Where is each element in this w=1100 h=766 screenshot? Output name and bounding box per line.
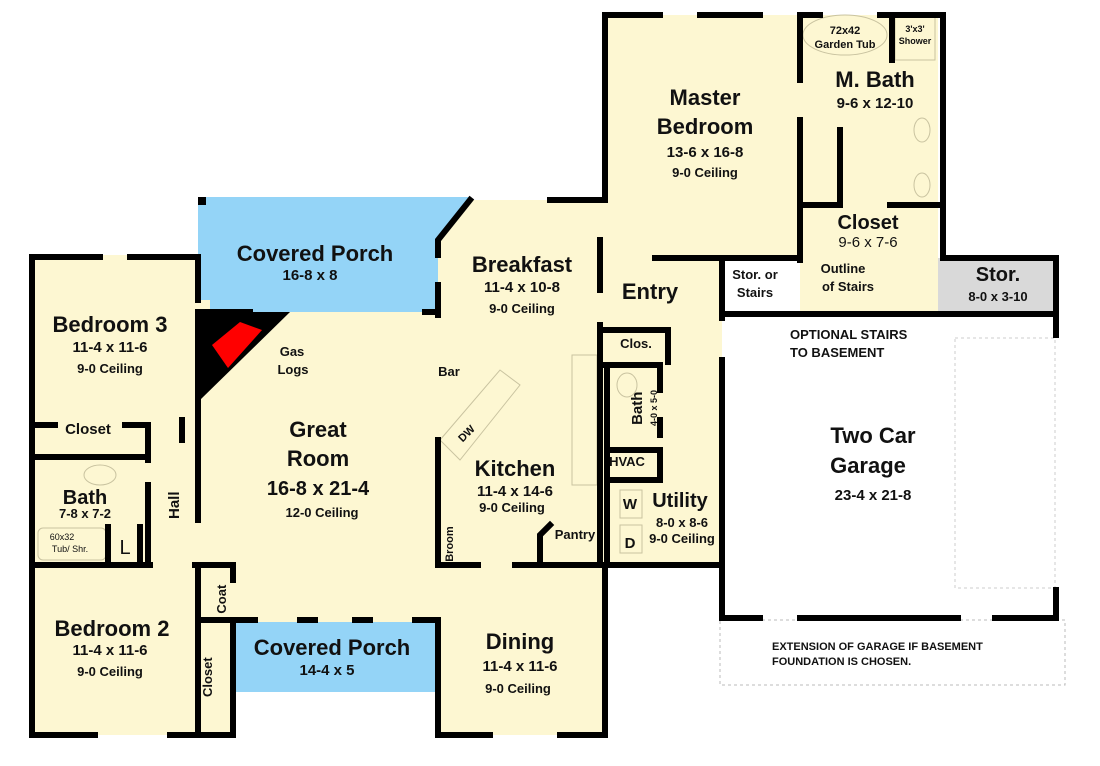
bedroom3-size: 11-4 x 11-6 — [72, 339, 148, 356]
stor-or-stairs-line1: Stor. or — [732, 267, 778, 282]
m-bath-name: M. Bath — [835, 67, 915, 92]
garage-name-1: Two Car — [830, 423, 916, 448]
entry-name: Entry — [621, 279, 679, 304]
optional-stairs-line2: TO BASEMENT — [790, 345, 885, 360]
coat-closet-area — [198, 565, 233, 735]
great-room-name-2: Room — [286, 446, 350, 471]
shower-line2: Shower — [898, 36, 932, 46]
hvac-name: HVAC — [609, 454, 645, 469]
bedroom2-size: 11-4 x 11-6 — [72, 642, 148, 659]
master-bedroom-name-2: Bedroom — [656, 114, 754, 139]
breakfast-size: 11-4 x 10-8 — [484, 279, 560, 296]
optional-stairs-line1: OPTIONAL STAIRS — [790, 327, 908, 342]
dryer: D — [624, 535, 636, 552]
rear-porch-area — [198, 197, 470, 312]
great-room-ceiling: 12-0 Ceiling — [285, 505, 359, 520]
stor-or-stairs-line2: Stairs — [736, 285, 774, 300]
master-bath-area — [800, 15, 938, 205]
outline-stairs-line1: Outline — [820, 261, 866, 276]
bedroom3-name: Bedroom 3 — [52, 312, 168, 337]
dining-ceiling: 9-0 Ceiling — [485, 681, 551, 696]
utility-ceiling: 9-0 Ceiling — [649, 531, 715, 546]
tub-shr-line1: 60x32 — [49, 532, 75, 542]
outline-stairs-line2: of Stairs — [821, 279, 875, 294]
dining-name: Dining — [485, 629, 555, 654]
master-bedroom-ceiling: 9-0 Ceiling — [672, 165, 738, 180]
closet-b3-name: Closet — [65, 421, 111, 438]
shower-line1: 3'x3' — [905, 24, 925, 34]
gas-logs-line2: Logs — [277, 362, 309, 377]
great-room-name-1: Great — [289, 417, 347, 442]
bedroom2-name: Bedroom 2 — [54, 616, 170, 641]
bedroom2-ceiling: 9-0 Ceiling — [77, 664, 143, 679]
garden-tub-line1: 72x42 — [829, 25, 861, 37]
garage-extension-line2: FOUNDATION IS CHOSEN. — [772, 656, 912, 668]
kitchen-size: 11-4 x 14-6 — [477, 483, 553, 500]
front-porch-name: Covered Porch — [253, 635, 411, 660]
breakfast-kitchen-area — [438, 200, 605, 565]
utility-name: Utility — [652, 490, 708, 512]
hall-bath-size: 7-8 x 7-2 — [58, 506, 112, 521]
linen-closet: L — [119, 537, 131, 559]
bar-label: Bar — [438, 364, 460, 379]
master-bedroom-area — [605, 15, 800, 260]
great-room-size: 16-8 x 21-4 — [266, 478, 370, 500]
coat-closet: Coat — [213, 584, 229, 614]
hall-name: Hall — [165, 491, 183, 520]
garage-name-2: Garage — [830, 453, 906, 478]
storage-size: 8-0 x 3-10 — [968, 289, 1028, 304]
gas-logs-line1: Gas — [279, 344, 305, 359]
garden-tub-line2: Garden Tub — [814, 39, 876, 51]
front-porch-area — [233, 622, 438, 692]
broom-closet: Broom — [443, 526, 456, 562]
rear-porch-size: 16-8 x 8 — [282, 267, 338, 284]
master-bedroom-size: 13-6 x 16-8 — [666, 144, 744, 161]
utility-size: 8-0 x 8-6 — [655, 515, 709, 530]
breakfast-ceiling: 9-0 Ceiling — [489, 301, 555, 316]
half-bath-name: Bath — [628, 391, 646, 425]
room-fills — [32, 15, 1056, 735]
master-bedroom-name-1: Master — [669, 85, 741, 110]
bedroom3-ceiling: 9-0 Ceiling — [77, 361, 143, 376]
fireplace — [200, 312, 290, 400]
storage-area — [938, 258, 1056, 314]
kitchen-name: Kitchen — [474, 456, 556, 481]
tub-shr-line2: Tub/ Shr. — [51, 544, 89, 554]
garage-size: 23-4 x 21-8 — [834, 487, 912, 504]
breakfast-name: Breakfast — [471, 252, 573, 277]
washer: W — [622, 496, 638, 513]
half-bath-size: 4-0 x 5-0 — [649, 389, 660, 426]
walls — [29, 12, 1059, 738]
garage-extension-line1: EXTENSION OF GARAGE IF BASEMENT — [772, 641, 983, 653]
front-porch-size: 14-4 x 5 — [299, 662, 355, 679]
kitchen-ceiling: 9-0 Ceiling — [479, 500, 545, 515]
closet-b2-name: Closet — [199, 657, 215, 698]
dining-size: 11-4 x 11-6 — [482, 658, 558, 675]
hall-bath-name: Bath — [62, 487, 108, 509]
great-room-area — [198, 312, 438, 622]
rear-porch-name: Covered Porch — [236, 241, 394, 266]
master-closet-name: Closet — [837, 212, 899, 234]
master-closet-size: 9-6 x 7-6 — [838, 234, 898, 251]
pantry-name: Pantry — [554, 527, 596, 542]
storage-name: Stor. — [975, 264, 1021, 286]
dining-area — [438, 565, 605, 735]
master-closet-area — [800, 205, 938, 315]
clos-name: Clos. — [620, 336, 652, 351]
m-bath-size: 9-6 x 12-10 — [836, 95, 914, 112]
